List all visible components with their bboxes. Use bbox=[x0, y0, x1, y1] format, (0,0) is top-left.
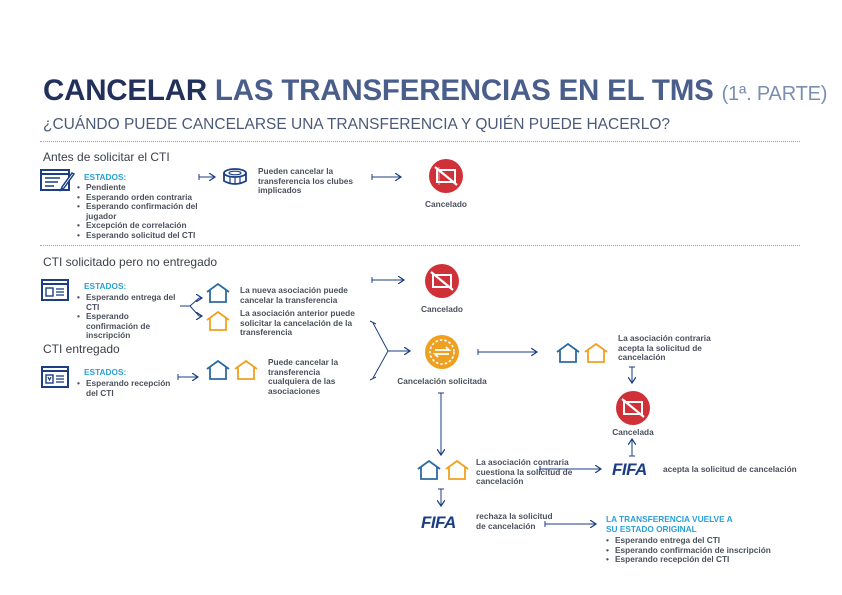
cancelled-icon bbox=[425, 264, 459, 298]
house-orange-icon bbox=[445, 460, 469, 480]
list-item: Esperando recepción del CTI bbox=[606, 555, 806, 565]
title-part-3: (1ª. PARTE) bbox=[721, 83, 828, 105]
form-icon bbox=[40, 169, 76, 192]
revert-title: LA TRANSFERENCIA VUELVE A SU ESTADO ORIG… bbox=[606, 514, 733, 534]
house-blue-icon bbox=[206, 283, 230, 303]
page-title: CANCELAR LAS TRANSFERENCIAS EN EL TMS (1… bbox=[43, 74, 827, 108]
section3-action-text: Puede cancelar la transferencia cualquie… bbox=[268, 357, 339, 396]
section2-new-assoc-text: La nueva asociación puede cancelar la tr… bbox=[240, 285, 348, 305]
question-text: La asociación contraria cuestiona la sol… bbox=[476, 457, 573, 487]
list-item: Esperando solicitud del CTI bbox=[77, 230, 207, 241]
section2-states-list: Esperando entrega del CTI Esperando conf… bbox=[77, 292, 179, 341]
revert-states-list: Esperando entrega del CTI Esperando conf… bbox=[606, 535, 806, 565]
house-blue-icon bbox=[206, 360, 230, 380]
page-subtitle: ¿CUÁNDO PUEDE CANCELARSE UNA TRANSFERENC… bbox=[43, 116, 671, 133]
stadium-icon bbox=[223, 168, 247, 185]
section2-result-label: Cancelado bbox=[421, 304, 463, 314]
section1-states-list: Pendiente Esperando orden contraria Espe… bbox=[77, 182, 207, 241]
house-orange-icon bbox=[584, 343, 608, 363]
section2-heading: CTI solicitado pero no entregado bbox=[43, 255, 218, 269]
cancelled-icon bbox=[616, 391, 650, 425]
section1-heading: Antes de solicitar el CTI bbox=[43, 150, 170, 164]
pending-cancellation-icon bbox=[425, 335, 459, 369]
arrow-merge-to-requested bbox=[372, 322, 389, 379]
list-item: Esperando recepción del CTI bbox=[77, 378, 177, 398]
title-part-1: CANCELAR bbox=[43, 74, 207, 107]
fifa-accepts-text: acepta la solicitud de cancelación bbox=[663, 464, 797, 474]
section1-result-label: Cancelado bbox=[425, 199, 467, 209]
fifa-rejects-text: rechaza la solicitud de cancelación bbox=[476, 511, 553, 531]
title-part-2: LAS TRANSFERENCIAS EN EL TMS bbox=[214, 74, 714, 107]
section2-prev-assoc-text: La asociación anterior puede solicitar l… bbox=[240, 308, 355, 338]
list-item: Pendiente bbox=[77, 182, 207, 193]
list-item: Esperando entrega del CTI bbox=[606, 535, 806, 546]
list-item: Esperando orden contraria bbox=[77, 192, 207, 203]
divider-middle bbox=[40, 245, 800, 246]
cti-delivered-icon bbox=[41, 366, 69, 388]
house-blue-icon bbox=[556, 343, 580, 363]
branch-section2 bbox=[180, 297, 200, 317]
section3-heading: CTI entregado bbox=[43, 342, 120, 356]
list-item: Esperando confirmación del jugador bbox=[77, 201, 207, 221]
list-item: Esperando entrega del CTI bbox=[77, 292, 179, 312]
accept-text: La asociación contraria acepta la solici… bbox=[618, 333, 711, 363]
cancelled-icon bbox=[429, 159, 463, 193]
section3-states-label: ESTADOS: bbox=[84, 367, 127, 377]
cti-request-icon bbox=[41, 279, 69, 301]
list-item: Esperando confirmación de inscripción bbox=[77, 311, 179, 341]
cancelled-label: Cancelada bbox=[612, 427, 654, 437]
section2-states-label: ESTADOS: bbox=[84, 281, 127, 291]
fifa-logo: FIFA bbox=[612, 460, 647, 479]
section3-states-list: Esperando recepción del CTI bbox=[77, 378, 177, 398]
house-orange-icon bbox=[206, 311, 230, 331]
list-item: Excepción de correlación bbox=[77, 221, 207, 231]
list-item: Esperando confirmación de inscripción bbox=[606, 545, 806, 556]
section1-states-label: ESTADOS: bbox=[84, 172, 127, 182]
house-blue-icon bbox=[417, 460, 441, 480]
requested-label: Cancelación solicitada bbox=[397, 376, 487, 386]
section1-action-text: Pueden cancelar la transferencia los clu… bbox=[258, 166, 353, 196]
divider-top bbox=[40, 141, 800, 142]
fifa-logo: FIFA bbox=[421, 513, 456, 532]
house-orange-icon bbox=[234, 360, 258, 380]
